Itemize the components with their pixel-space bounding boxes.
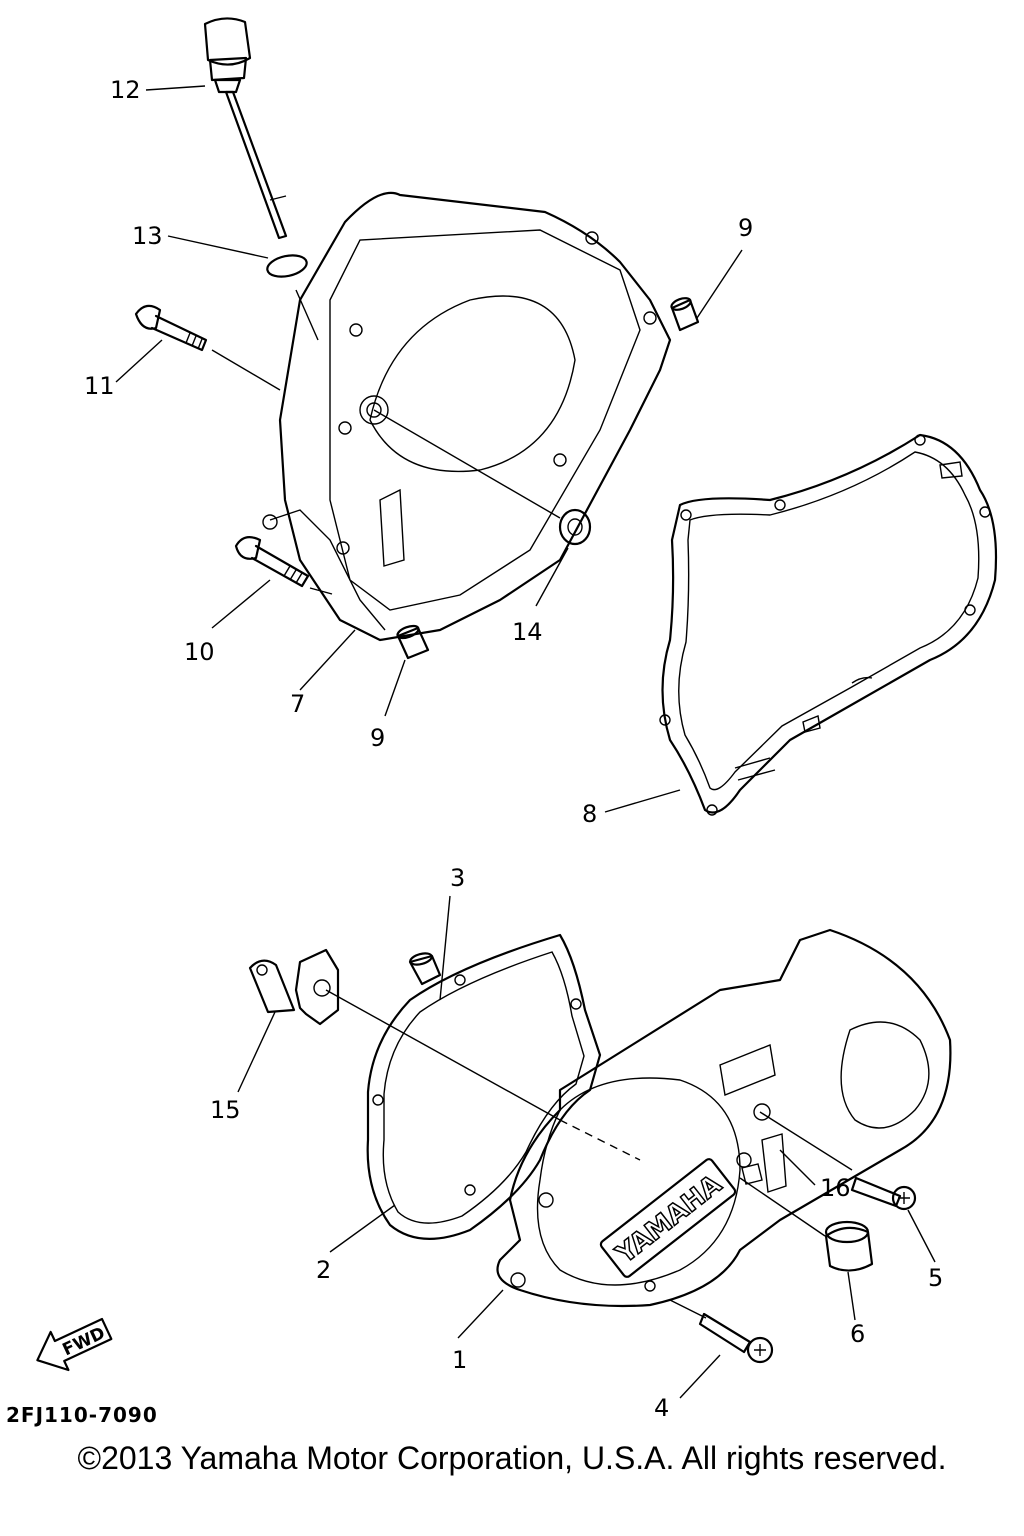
fwd-label: FWD xyxy=(60,1323,109,1360)
fwd-arrow-icon: FWD xyxy=(36,1317,113,1372)
callout-3: 3 xyxy=(450,864,465,892)
dowel-pin-upper-part xyxy=(670,297,700,332)
bracket-part xyxy=(248,948,340,1026)
o-ring-part xyxy=(266,254,308,278)
damper-part xyxy=(408,952,442,986)
callout-1: 1 xyxy=(452,1346,467,1374)
bolt-10-part xyxy=(234,535,310,588)
callout-9-lower: 9 xyxy=(370,724,385,752)
callout-7: 7 xyxy=(290,690,305,718)
callout-6: 6 xyxy=(850,1320,865,1348)
callout-9-upper: 9 xyxy=(738,214,753,242)
yamaha-logo-text: YAMAHA xyxy=(610,1169,727,1270)
callout-13: 13 xyxy=(132,222,163,250)
cover-gasket-part xyxy=(366,933,602,1240)
callout-4: 4 xyxy=(654,1394,669,1422)
callout-16: 16 xyxy=(820,1174,851,1202)
callout-14: 14 xyxy=(512,618,543,646)
copyright-text: ©2013 Yamaha Motor Corporation, U.S.A. A… xyxy=(77,1440,947,1476)
leader-lines-lower xyxy=(237,895,936,1399)
bolt-11-part xyxy=(134,304,208,352)
callout-labels: 1 2 3 4 5 6 7 8 9 9 10 11 12 13 14 15 16 xyxy=(84,76,943,1422)
crankcase-gasket-part xyxy=(659,433,998,816)
oil-seal-part xyxy=(558,508,592,546)
callout-10: 10 xyxy=(184,638,215,666)
callout-12: 12 xyxy=(110,76,141,104)
dowel-pin-lower-part xyxy=(396,624,430,660)
callout-15: 15 xyxy=(210,1096,241,1124)
plug-cap-part xyxy=(824,1220,874,1272)
callout-8: 8 xyxy=(582,800,597,828)
callout-11: 11 xyxy=(84,372,115,400)
bolt-4-part xyxy=(698,1312,774,1364)
pin-16-part xyxy=(741,1163,763,1185)
callout-5: 5 xyxy=(928,1264,943,1292)
callout-2: 2 xyxy=(316,1256,331,1284)
crankcase-cover-part xyxy=(262,191,672,642)
part-code: 2FJ110-7090 xyxy=(6,1403,158,1427)
leader-lines-upper xyxy=(115,85,743,813)
bolt-5-part xyxy=(850,1176,917,1211)
dipstick-part xyxy=(203,17,288,240)
